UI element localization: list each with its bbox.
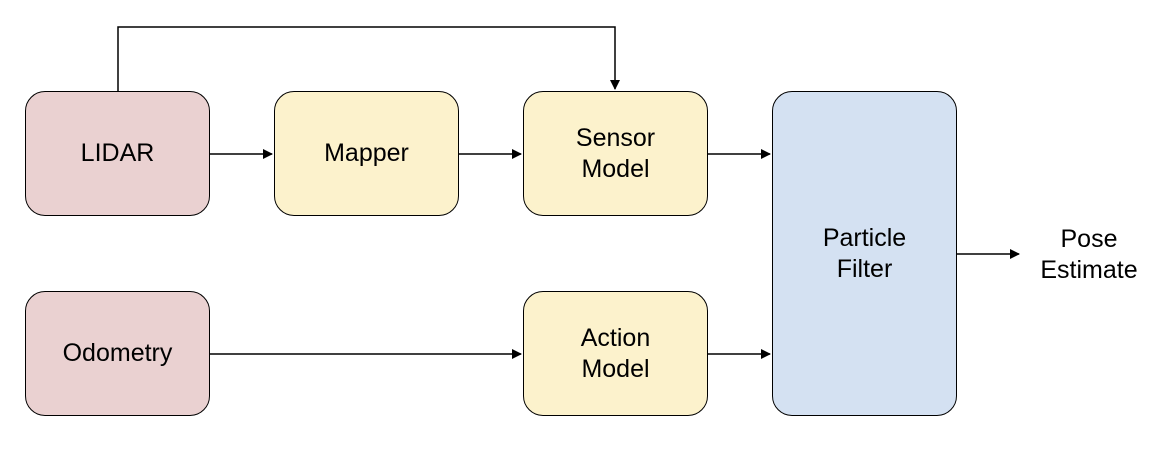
sensor-model-node: Sensor Model <box>523 91 708 216</box>
particle-filter-label: Particle Filter <box>822 223 907 283</box>
mapper-label: Mapper <box>324 139 409 167</box>
odometry-label: Odometry <box>62 339 173 367</box>
sensor-model-label: Sensor Model <box>575 123 656 183</box>
lidar-node: LIDAR <box>25 91 210 216</box>
pose-estimate-label: Pose Estimate <box>1040 225 1138 284</box>
particle-filter-node: Particle Filter <box>772 91 957 416</box>
odometry-node: Odometry <box>25 291 210 416</box>
action-model-label: Action Model <box>580 323 651 383</box>
edge-lidar-to-sensor-model <box>117 26 620 91</box>
action-model-node: Action Model <box>523 291 708 416</box>
lidar-label: LIDAR <box>80 139 155 167</box>
mapper-node: Mapper <box>274 91 459 216</box>
